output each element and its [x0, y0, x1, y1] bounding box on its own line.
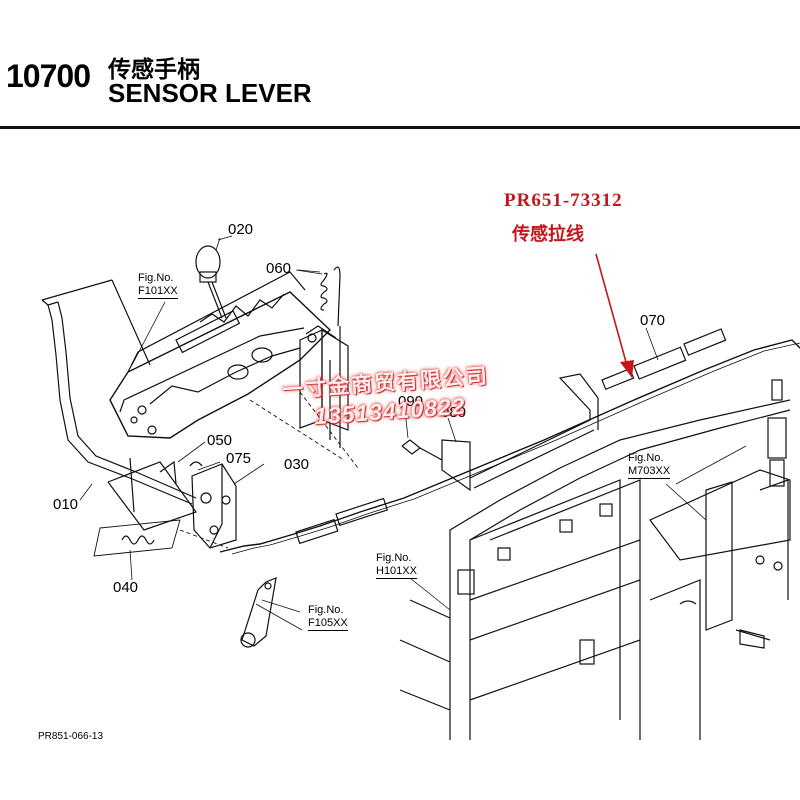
rod-090-080: [401, 373, 599, 492]
label-090: 090: [398, 393, 424, 410]
figref-f105-title: Fig.No.: [308, 604, 344, 616]
figref-m703-title: Fig.No.: [628, 452, 664, 464]
main-frame: [399, 399, 791, 740]
link-arm: [240, 577, 303, 648]
label-080: 080: [441, 404, 467, 421]
figref-f101-ref: F101XX: [138, 285, 178, 299]
callout-arrow: [595, 253, 634, 378]
figref-f105-ref: F105XX: [308, 617, 348, 631]
label-075: 075: [226, 450, 252, 467]
label-030: 030: [284, 456, 310, 473]
cable-070: [219, 328, 800, 555]
figref-h101-ref: H101XX: [376, 565, 417, 579]
callout-part-number: PR651-73312: [504, 190, 623, 211]
section-code: 10700: [6, 58, 91, 94]
title-english: SENSOR LEVER: [108, 78, 312, 108]
label-060: 060: [266, 260, 292, 277]
leader-lines: [79, 237, 747, 613]
figref-f101-title: Fig.No.: [138, 272, 174, 284]
figref-f105: Fig.No. F105XX: [308, 604, 348, 631]
guide-plate: [109, 271, 332, 439]
label-010: 010: [53, 496, 79, 513]
bracket-030: [159, 460, 237, 549]
label-020: 020: [228, 221, 254, 238]
knob-020: [195, 235, 233, 319]
header-rule: [0, 126, 800, 129]
title-chinese: 传感手柄: [108, 57, 200, 83]
label-050: 050: [207, 432, 233, 449]
figref-h101: Fig.No. H101XX: [376, 552, 417, 579]
lever-rod-010: [41, 279, 197, 531]
footer-code: PR851-066-13: [38, 731, 104, 742]
label-040: 040: [113, 579, 139, 596]
sensor-bracket: [649, 469, 791, 649]
figref-m703-ref: M703XX: [628, 465, 671, 479]
figref-m703: Fig.No. M703XX: [628, 452, 671, 479]
figref-h101-title: Fig.No.: [376, 552, 412, 564]
spring-040: [93, 519, 181, 557]
bracket-near-spring: [299, 325, 349, 448]
callout-part-name: 传感拉线: [512, 224, 584, 245]
figref-f101: Fig.No. F101XX: [138, 272, 178, 299]
spring-060: [297, 266, 341, 327]
label-070: 070: [640, 312, 666, 329]
page-header: 10700 传感手柄 SENSOR LEVER: [0, 0, 800, 130]
